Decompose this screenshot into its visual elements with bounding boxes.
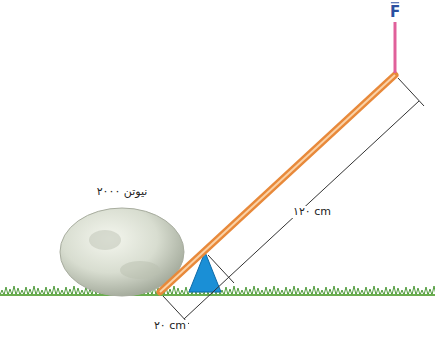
ground-line: [0, 294, 435, 296]
grass-blade: [276, 288, 280, 295]
grass-blade: [432, 286, 435, 295]
grass-blade: [172, 286, 176, 295]
grass-blade: [396, 288, 400, 295]
grass-blade: [32, 286, 36, 295]
grass-blade: [44, 287, 48, 295]
grass-blade: [384, 287, 388, 295]
grass-blade: [332, 286, 336, 295]
grass-blade: [312, 286, 316, 295]
grass-blade: [272, 286, 276, 295]
grass-blade: [64, 287, 68, 295]
dimension-lines: [163, 78, 424, 324]
grass-blade: [424, 287, 428, 295]
weight-label: ۲۰۰۰ نیوتن: [95, 186, 150, 198]
grass-blade: [52, 286, 56, 295]
grass-blade: [404, 287, 408, 295]
grass-blade: [56, 288, 60, 295]
grass-blade: [372, 286, 376, 295]
grass-blade: [24, 287, 28, 295]
grass-blade: [336, 288, 340, 295]
grass-blade: [176, 288, 180, 295]
rock-shade: [89, 230, 121, 250]
grass-blade: [284, 287, 288, 295]
grass-blade: [36, 288, 40, 295]
grass-blade: [344, 287, 348, 295]
grass-blade: [416, 288, 420, 295]
dimension-label: ۲۰ cm: [152, 320, 188, 332]
grass-blade: [352, 286, 356, 295]
grass-blade: [244, 287, 248, 295]
grass-blade: [4, 287, 8, 295]
lever-bar: [160, 75, 395, 292]
grass-blade: [72, 286, 76, 295]
grass-blade: [364, 287, 368, 295]
force-label: F: [388, 4, 402, 21]
grass-blade: [412, 286, 416, 295]
rock-shade: [120, 261, 160, 279]
grass-blade: [356, 288, 360, 295]
grass-blade: [292, 286, 296, 295]
grass-blade: [392, 286, 396, 295]
dimension-label: ۱۲۰ cm: [291, 206, 333, 218]
grass-blade: [252, 286, 256, 295]
force-line: [394, 22, 397, 73]
grass-blade: [16, 288, 20, 295]
grass-blade: [264, 287, 268, 295]
grass-blade: [324, 287, 328, 295]
grass-blade: [224, 287, 228, 295]
grass-blade: [12, 286, 16, 295]
grass-blade: [316, 288, 320, 295]
grass-blade: [376, 288, 380, 295]
grass-blade: [304, 287, 308, 295]
grass-blade: [76, 288, 80, 295]
lever-highlight: [160, 75, 395, 292]
grass-blade: [184, 287, 188, 295]
grass-blade: [236, 288, 240, 295]
grass-blade: [256, 288, 260, 295]
grass-blade: [232, 286, 236, 295]
grass-blade: [296, 288, 300, 295]
